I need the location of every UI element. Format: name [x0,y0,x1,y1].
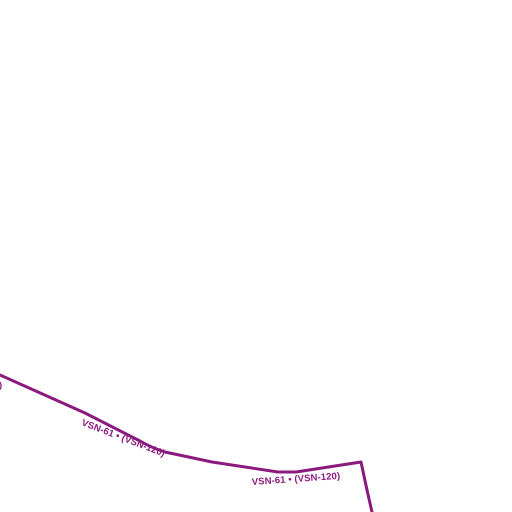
airway-boundary-line [0,373,374,512]
edge-label-fragment: ) [0,380,2,391]
